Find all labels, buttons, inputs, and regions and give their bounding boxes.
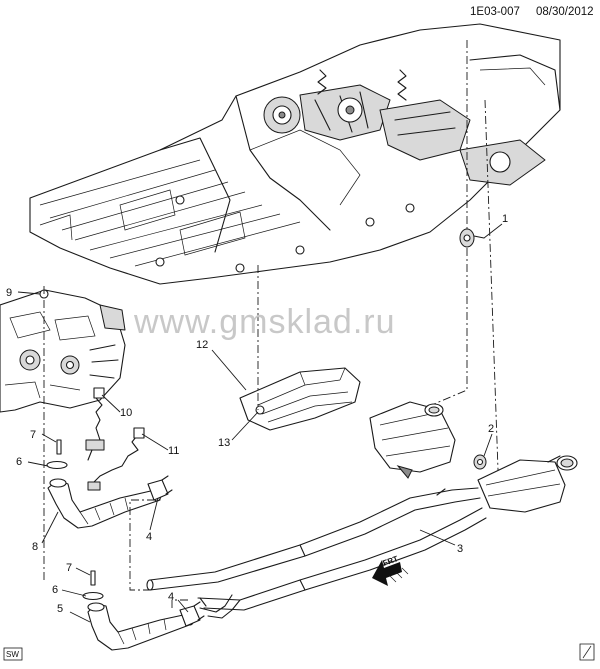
callout-4-lower: 4 [168, 591, 174, 603]
oxygen-sensor-lower [87, 427, 145, 491]
assembly-leader-lines [43, 40, 499, 610]
exhaust-hanger-isolator-upper [459, 228, 485, 248]
callout-7-upper: 7 [30, 429, 36, 441]
diagram-code: 1E03-007 [470, 6, 520, 18]
rear-catalytic-converter [87, 602, 195, 651]
callout-leaders [17, 223, 503, 623]
engine-assembly [0, 289, 126, 413]
callout-labels: 1 2 3 4 4 5 6 6 7 7 8 9 10 11 12 13 [6, 213, 508, 615]
right-muffler [477, 455, 578, 513]
callout-7-lower: 7 [66, 562, 72, 574]
gasket-upper [46, 460, 68, 470]
callout-1: 1 [502, 213, 508, 225]
diagram-date: 08/30/2012 [536, 6, 594, 18]
exhaust-pipe [146, 487, 487, 619]
callout-9: 9 [6, 287, 12, 299]
stud-lower [90, 570, 96, 586]
sw-badge: SW [3, 647, 23, 661]
callout-11: 11 [168, 445, 179, 457]
exhaust-clamp-upper [147, 475, 173, 501]
callout-12: 12 [196, 339, 208, 351]
stud-upper [56, 439, 62, 455]
callout-3: 3 [457, 543, 463, 555]
sw-badge-label: SW [6, 650, 19, 659]
callout-8: 8 [32, 541, 38, 553]
front-catalytic-converter [47, 478, 162, 529]
callout-13: 13 [218, 437, 230, 449]
callout-2: 2 [488, 423, 494, 435]
watermark-text: www.gmsklad.ru [133, 303, 396, 341]
callout-4-upper: 4 [146, 531, 152, 543]
callout-10: 10 [120, 407, 132, 419]
heat-shield [239, 367, 361, 431]
oxygen-sensor-upper [85, 387, 105, 461]
callout-6-upper: 6 [16, 456, 22, 468]
corner-mark [579, 643, 595, 661]
callout-5: 5 [57, 603, 63, 615]
callout-6-lower: 6 [52, 584, 58, 596]
front-direction-arrow: FRT [372, 554, 409, 586]
exhaust-clamp-lower [179, 601, 205, 627]
gasket-lower [82, 591, 104, 601]
left-muffler [369, 401, 456, 479]
exhaust-hanger-isolator-lower [473, 454, 487, 470]
vehicle-underbody [29, 23, 561, 285]
diagram-header: 1E03-007 08/30/2012 [470, 6, 594, 18]
